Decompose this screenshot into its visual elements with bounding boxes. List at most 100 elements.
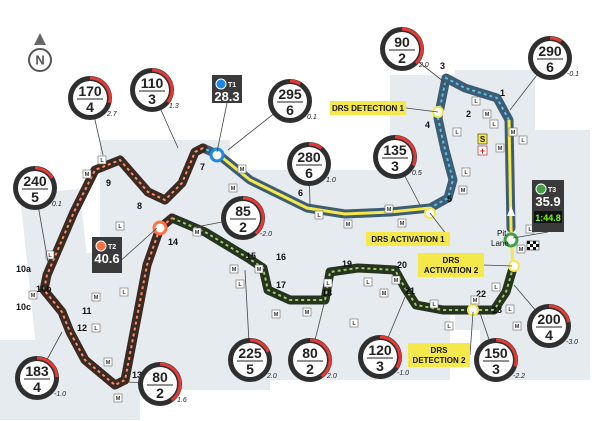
gauge-gear: 3 [492,361,500,377]
svg-text:M: M [387,207,392,213]
gauge-speed: 150 [484,345,508,361]
timing-value: 40.6 [94,251,119,266]
turn-number-4: 4 [425,120,430,130]
turn-number-10a: 10a [16,264,32,274]
svg-text:M: M [106,360,111,366]
gauge-delta: 2.7 [106,111,118,118]
turn-number-1: 1 [500,88,505,98]
svg-text:DRS DETECTION 1: DRS DETECTION 1 [332,104,405,113]
svg-text:L: L [464,170,468,176]
safety-car-marker [477,133,488,145]
pit-lane-label-line2: Lane [491,239,509,248]
svg-text:M: M [382,291,387,297]
turn-number-7: 7 [200,162,205,172]
gauge-delta: 1.0 [326,177,336,184]
svg-text:DRS: DRS [443,256,461,265]
marshal-marker: M [91,292,101,302]
marshal-marker: M [237,164,247,174]
marshal-marker: L [91,323,101,333]
svg-text:L: L [455,130,459,136]
marshal-marker: M [271,309,281,319]
timing-value: 28.3 [214,89,239,104]
sector-marker-t1 [209,147,225,163]
timing-label: T1 [228,82,236,89]
marshal-marker: M [229,264,239,274]
marshal-marker: L [489,119,499,129]
gauge-gear: 3 [376,358,384,374]
timing-label: T2 [108,244,116,251]
marshal-marker: M [228,183,238,193]
gauge-speed: 240 [23,173,47,189]
drs-zone-2 [507,119,515,269]
gauge-delta: -0.1 [567,71,579,78]
compass-north-label: N [35,53,44,68]
gauge-speed: 90 [394,34,410,50]
turn-number-19: 19 [342,259,352,269]
marshal-marker: L [505,304,515,314]
gauge-speed: 120 [368,342,392,358]
marshal-marker: L [314,210,324,220]
gauge-speed: 200 [537,311,561,327]
marshal-marker: M [379,288,389,298]
turn-number-17: 17 [276,280,286,290]
track: S + [39,73,540,390]
medical-marker-label: + [480,146,485,156]
turn-number-12: 12 [77,323,87,333]
gauge-gear: 6 [305,165,313,181]
safety-car-marker-label: S [480,135,486,144]
svg-text:L: L [494,285,498,291]
stopwatch-icon [215,78,227,90]
svg-text:M: M [232,267,237,273]
gauge-delta: 0.1 [307,114,317,121]
gauge-delta: 2.0 [266,373,277,380]
gauge-gear: 5 [31,189,39,205]
marshal-marker: M [508,127,518,137]
svg-text:L: L [100,158,104,164]
svg-text:L: L [521,138,525,144]
drs-label-1: DRS DETECTION 1 [330,101,439,115]
svg-text:L: L [432,302,436,308]
turn-number-21: 21 [405,286,415,296]
gauge-delta: 0.1 [52,201,62,208]
svg-text:L: L [352,321,356,327]
svg-text:ACTIVATION 2: ACTIVATION 2 [424,266,479,275]
svg-text:DETECTION 2: DETECTION 2 [413,356,466,365]
gauge-gear: 4 [86,99,94,115]
svg-text:DRS ACTIVATION 1: DRS ACTIVATION 1 [371,235,445,244]
gauge-delta: -2.0 [260,231,272,238]
marshal-marker: M [343,219,353,229]
marshal-marker: L [461,167,471,177]
marshal-marker: L [323,278,333,288]
svg-text:M: M [85,172,90,178]
marshal-marker: M [470,295,480,305]
marshal-marker: L [518,135,528,145]
sector-marker-t3 [503,232,519,248]
svg-text:M: M [274,312,279,318]
gauge-delta: 0.5 [412,170,422,177]
svg-text:M: M [195,230,200,236]
marshal-marker: M [384,204,394,214]
svg-text:L: L [94,326,98,332]
marshal-marker: L [349,318,359,328]
gauge-speed: 80 [302,345,318,361]
marshal-marker: M [397,218,407,228]
gauge-speed: 170 [78,83,102,99]
gauge-delta: 1.3 [169,103,179,110]
turn-number-23: 23 [492,305,502,315]
marshal-marker: L [444,321,454,331]
turn-number-11: 11 [82,306,92,316]
marshal-marker: M [495,143,505,153]
gauge-delta: -1.0 [397,370,409,377]
gauge-speed: 110 [141,75,164,91]
gauge-gear: 5 [246,361,254,377]
